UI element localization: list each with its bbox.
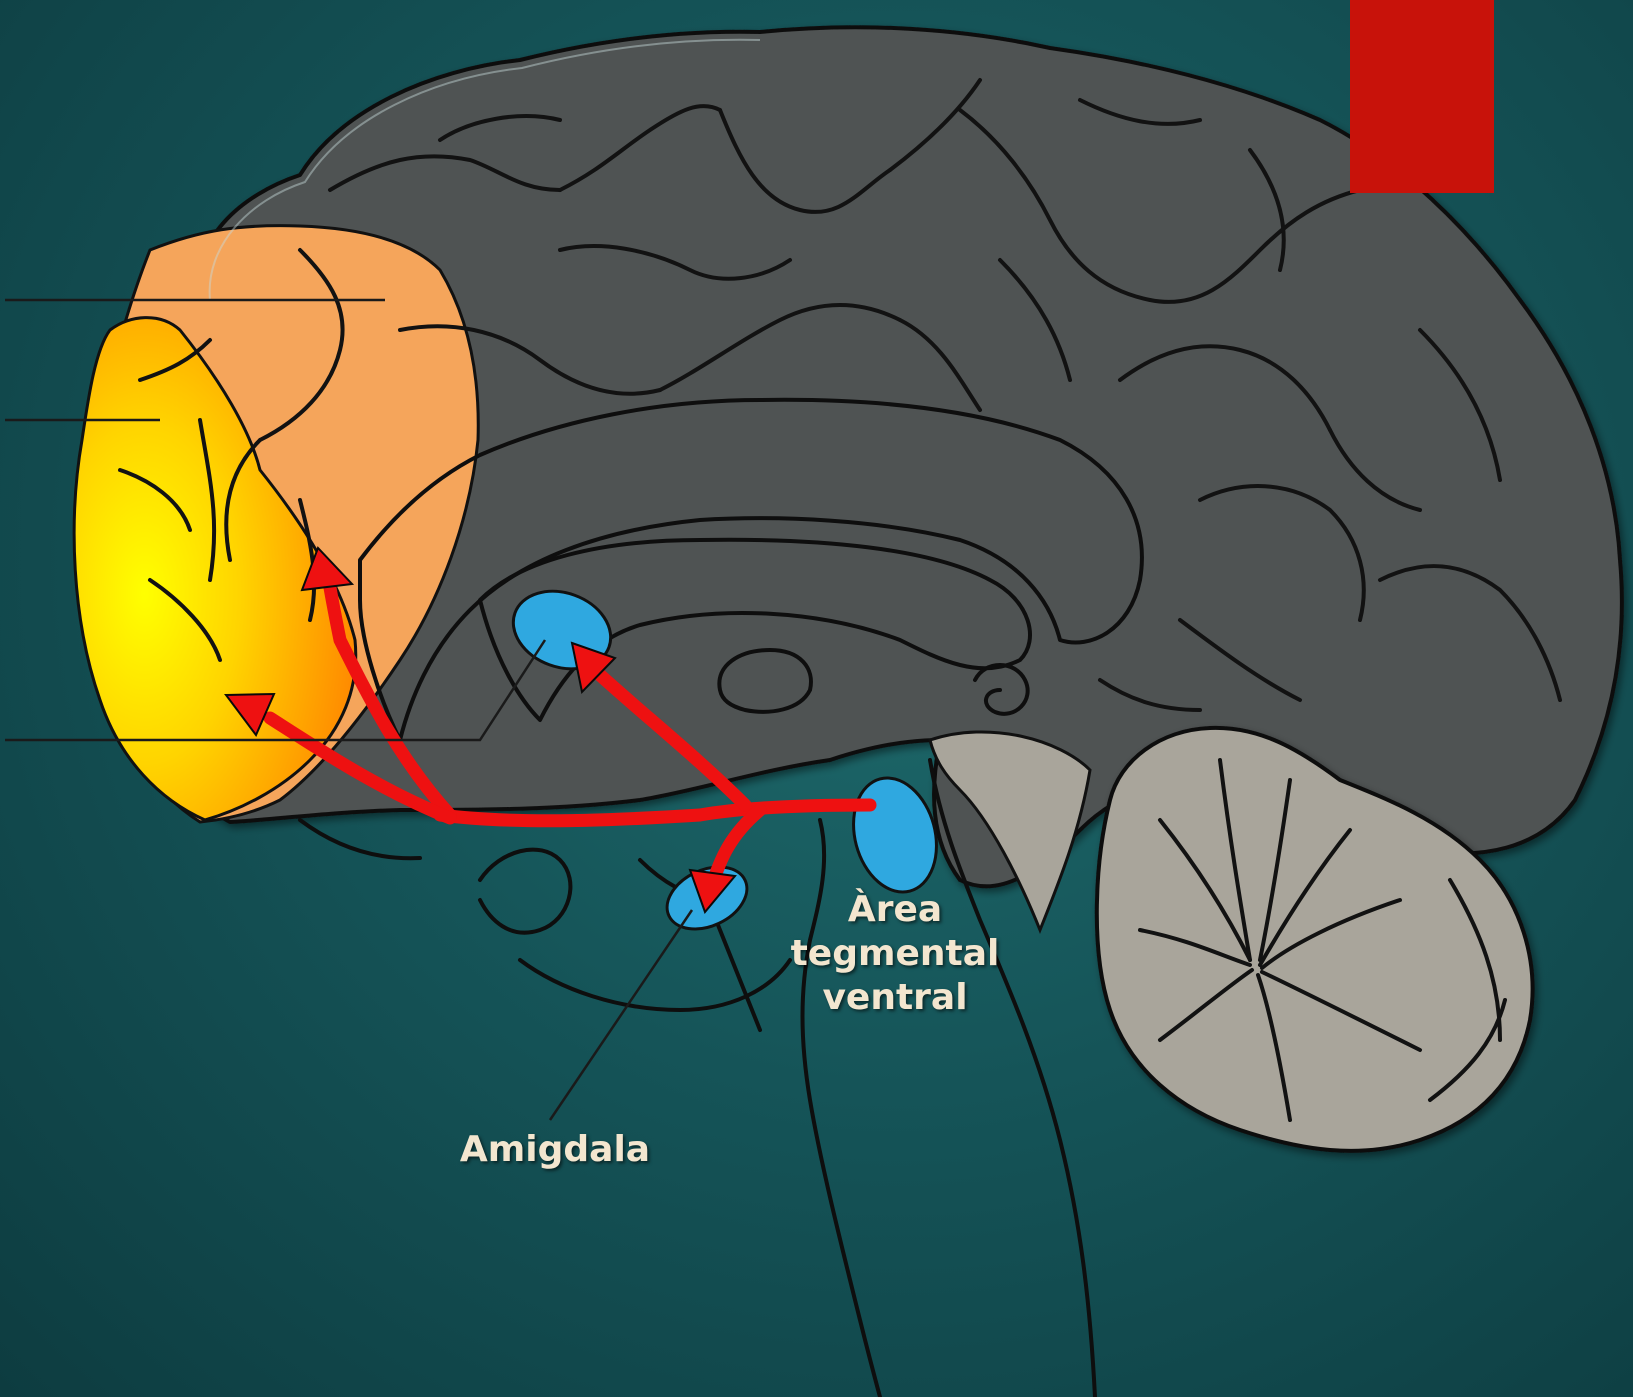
corner-tab-marker — [1350, 0, 1494, 193]
vta-label: Àrea tegmental ventral — [775, 888, 1015, 1020]
vta-label-line-3: ventral — [775, 976, 1015, 1020]
pointer-line-amygdala — [550, 910, 692, 1120]
amygdala-label: Amigdala — [430, 1128, 680, 1172]
vta-label-line-2: tegmental — [775, 932, 1015, 976]
vta-label-line-1: Àrea — [775, 888, 1015, 932]
